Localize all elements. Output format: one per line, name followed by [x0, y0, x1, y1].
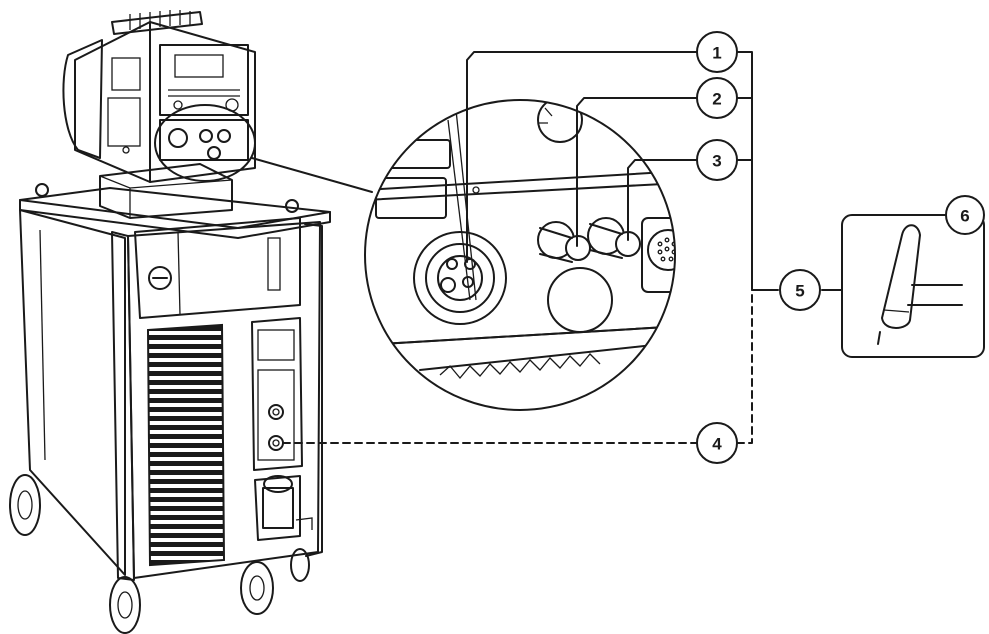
callout-6: 6 — [945, 195, 985, 235]
callout-4: 4 — [696, 422, 738, 464]
welding-torch-icon — [841, 214, 985, 358]
callout-2-label: 2 — [712, 90, 721, 109]
callout-6-label: 6 — [960, 207, 969, 226]
wheel-right-rear-icon — [290, 548, 310, 582]
leader-lines — [282, 51, 843, 444]
connector-panel-magnified-icon — [364, 99, 676, 411]
wheel-front-left-icon — [109, 576, 141, 634]
callout-2: 2 — [696, 77, 738, 119]
wheel-left-rear-icon — [9, 474, 41, 536]
callout-1-label: 1 — [712, 44, 721, 63]
callout-5: 5 — [779, 269, 821, 311]
callout-5-label: 5 — [795, 282, 804, 301]
welding-power-source-icon — [9, 183, 331, 634]
callout-3-label: 3 — [712, 152, 721, 171]
zoom-leader-line — [251, 157, 373, 193]
callout-3: 3 — [696, 139, 738, 181]
callout-1: 1 — [696, 31, 738, 73]
callout-4-label: 4 — [712, 435, 722, 454]
wheel-front-right-icon — [240, 561, 274, 615]
wire-feeder-icon — [62, 10, 256, 219]
zoom-source-ring — [154, 104, 256, 182]
